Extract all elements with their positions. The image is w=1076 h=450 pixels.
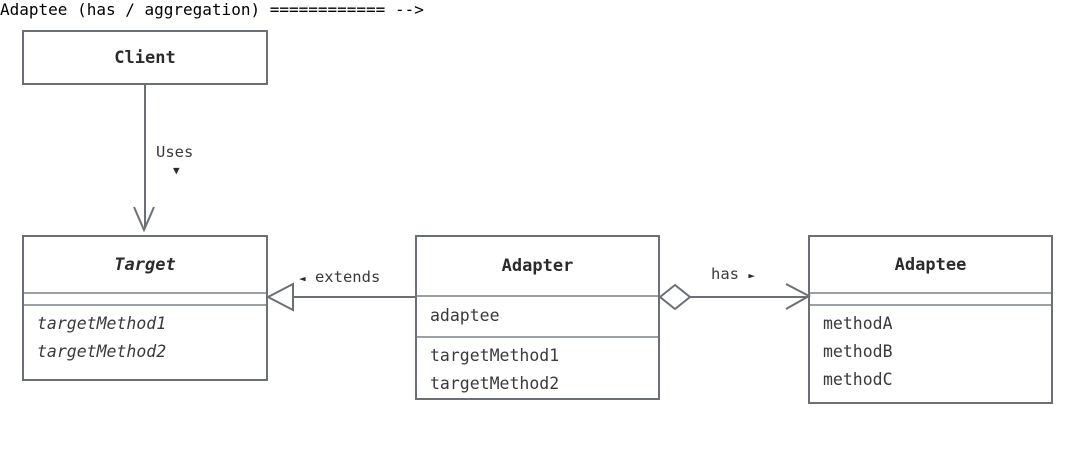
- class-box-client[interactable]: Client: [22, 30, 268, 85]
- class-name-target: Target: [114, 254, 176, 275]
- class-operations-section-target: targetMethod1 targetMethod2: [24, 304, 266, 372]
- class-operation: methodB: [823, 341, 893, 361]
- class-operation: targetMethod2: [37, 341, 167, 361]
- edge-label-extends-text: extends: [314, 268, 381, 286]
- hollow-triangle-head-extends: [265, 282, 294, 312]
- class-box-adaptee[interactable]: Adaptee methodA methodB methodC: [808, 235, 1053, 404]
- class-attributes-section-adaptee: [810, 292, 1051, 304]
- edge-direction-marker-has: ►: [748, 269, 755, 282]
- class-name-adapter: Adapter: [501, 256, 574, 276]
- edge-line-client-uses-target: [144, 85, 146, 228]
- class-name-adaptee: Adaptee: [894, 254, 967, 275]
- edge-label-has: has ►: [708, 265, 758, 283]
- class-operation: methodC: [823, 369, 893, 389]
- class-operation: targetMethod1: [430, 345, 560, 365]
- open-arrow-head-uses: [133, 206, 155, 233]
- class-attribute: adaptee: [430, 306, 500, 325]
- edge-line-adapter-extends-target: [292, 296, 416, 298]
- class-attributes-section-adapter: adaptee: [417, 295, 658, 336]
- class-box-target[interactable]: Target targetMethod1 targetMethod2: [22, 235, 268, 381]
- class-operation: targetMethod1: [37, 314, 167, 333]
- edge-label-has-text: has: [711, 265, 739, 283]
- edge-line-adapter-has-adaptee: [688, 296, 808, 298]
- class-operations-section-adaptee: methodA methodB methodC: [810, 304, 1051, 400]
- open-arrow-head-has: [785, 283, 812, 310]
- edge-label-uses: Uses: [153, 143, 197, 161]
- edge-label-extends: ◄ extends: [296, 268, 384, 286]
- hollow-diamond-adapter-has: [658, 283, 692, 311]
- edge-direction-marker-uses: ▼: [173, 164, 180, 177]
- edge-direction-marker-extends: ◄: [299, 272, 306, 285]
- class-operation: methodA: [823, 314, 893, 333]
- class-operation: targetMethod2: [430, 373, 560, 393]
- class-box-adapter[interactable]: Adapter adaptee targetMethod1 targetMeth…: [415, 235, 660, 400]
- class-name-client: Client: [114, 47, 176, 68]
- class-operations-section-adapter: targetMethod1 targetMethod2: [417, 335, 658, 404]
- class-attributes-section-target: [24, 292, 266, 304]
